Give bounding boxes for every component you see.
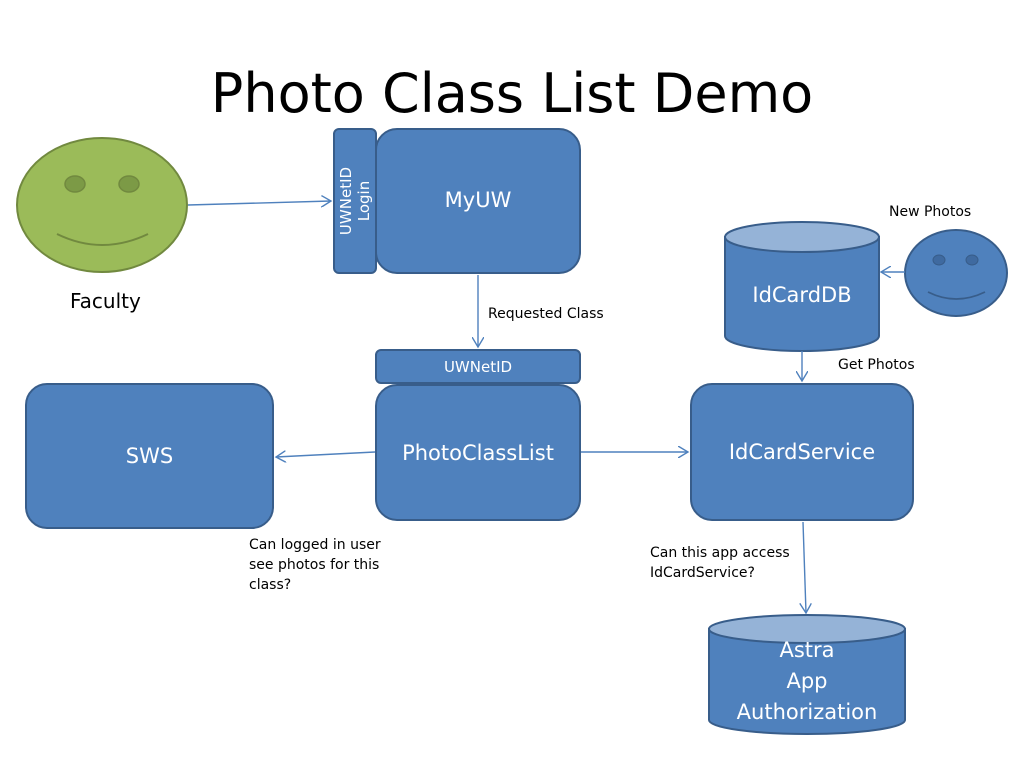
get-photos-label: Get Photos: [838, 357, 915, 373]
uwnetid-login-tab: UWNetID Login: [333, 128, 377, 274]
can-this-app-label: Can this app access IdCardService?: [650, 545, 790, 581]
can-logged-in-label: Can logged in user see photos for this c…: [249, 537, 381, 593]
uwnetid-label: UWNetID: [443, 357, 513, 376]
sws-node: SWS: [25, 383, 274, 529]
faculty-label: Faculty: [70, 289, 141, 313]
arrow-idcardservice-to-astra: [803, 521, 806, 613]
astra-cylinder-icon: [708, 614, 906, 735]
myuw-node: MyUW: [375, 128, 581, 274]
arrow-faculty-to-login: [187, 201, 331, 205]
sws-label: SWS: [125, 444, 174, 468]
idcardservice-label: IdCardService: [728, 440, 876, 464]
slide-title: Photo Class List Demo: [210, 62, 814, 125]
idcarddb-cylinder-icon: [724, 221, 880, 352]
photoclasslist-label: PhotoClassList: [402, 440, 554, 465]
astra-label: Astra App Authorization: [736, 638, 878, 724]
uwnetid-tab: UWNetID: [375, 349, 581, 384]
photoclasslist-node: PhotoClassList: [375, 384, 581, 521]
new-photos-label: New Photos: [889, 204, 972, 220]
arrow-photoclasslist-to-sws: [276, 452, 376, 457]
idcardservice-node: IdCardService: [690, 383, 914, 521]
idcarddb-label: IdCardDB: [752, 283, 852, 307]
myuw-label: MyUW: [444, 188, 512, 212]
requested-class-label: Requested Class: [488, 306, 604, 322]
